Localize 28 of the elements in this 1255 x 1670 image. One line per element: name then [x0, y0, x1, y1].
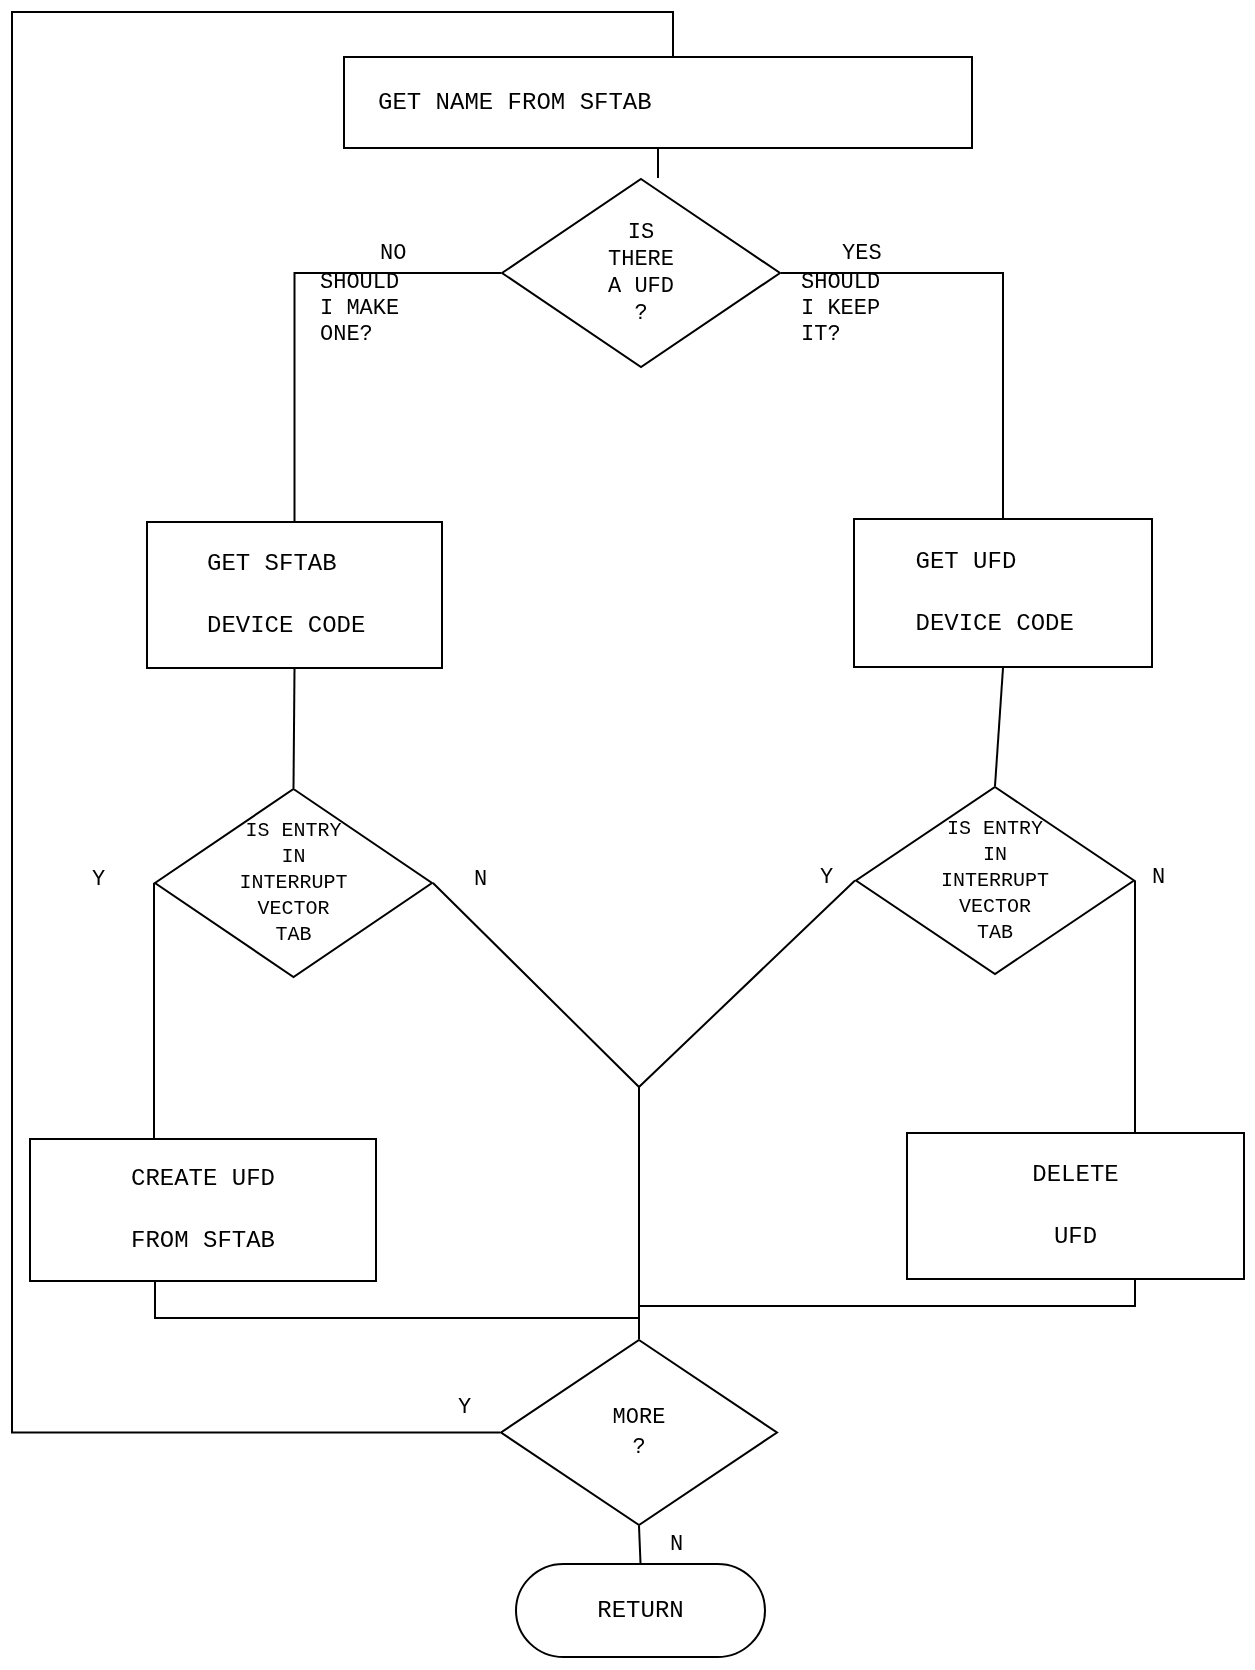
process-box [146, 521, 443, 669]
process-box [853, 518, 1153, 668]
process-box [343, 56, 973, 149]
decision-diamond [500, 1339, 778, 1526]
connector-line [11, 11, 674, 1434]
decision-diamond [501, 178, 781, 368]
step-text: RETURN [596, 1595, 685, 1626]
connector-line [292, 668, 296, 789]
process-box [29, 1138, 377, 1282]
process-box [906, 1132, 1245, 1280]
connector-line [153, 882, 155, 1139]
connector-line [1134, 879, 1136, 1133]
step-text: GET NAME FROM SFTAB [378, 87, 653, 118]
connector-line [657, 148, 659, 179]
decision-text: IS THERE A UFD ? [607, 219, 675, 327]
connector-line [780, 272, 1004, 519]
step-text: GET SFTAB DEVICE CODE [207, 549, 367, 641]
decision-diamond [154, 788, 433, 978]
step-text: GET UFD DEVICE CODE [915, 547, 1075, 639]
connector-line [638, 1525, 642, 1564]
step-text: CREATE UFD FROM SFTAB [130, 1164, 276, 1256]
decision-text: IS ENTRY IN INTERRUPT VECTOR TAB [238, 818, 349, 948]
connector-line [293, 272, 502, 522]
step-text: DELETE UFD [1031, 1160, 1120, 1252]
connector-line [994, 667, 1004, 787]
decision-diamond [855, 786, 1135, 975]
decision-text: MORE ? [611, 1403, 667, 1462]
decision-text: IS ENTRY IN INTERRUPT VECTOR TAB [940, 815, 1050, 946]
